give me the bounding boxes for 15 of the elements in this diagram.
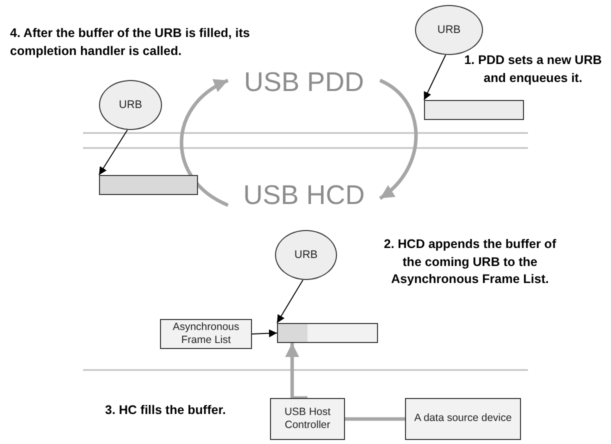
buffer-box xyxy=(424,100,524,120)
layer-label: USB HCD xyxy=(228,178,380,212)
urb-ellipse: URB xyxy=(275,230,337,280)
step-note: 1. PDD sets a new URB and enqueues it. xyxy=(463,52,603,87)
frame-list-bar xyxy=(277,323,378,343)
step-note: 4. After the buffer of the URB is filled, its completion handler is called. xyxy=(10,25,251,60)
step-note: 3. HC fills the buffer. xyxy=(105,402,227,419)
step-note: 2. HCD appends the buffer of the coming URB to the Asynchronous Frame List. xyxy=(382,236,558,288)
urb-ellipse: URB xyxy=(415,5,483,55)
layer-label: USB PDD xyxy=(228,66,380,98)
component-box: USB Host Controller xyxy=(270,398,345,440)
urb-ellipse: URB xyxy=(99,80,162,130)
component-box: Asynchronous Frame List xyxy=(160,319,252,349)
component-box: A data source device xyxy=(405,398,521,440)
buffer-box xyxy=(99,175,198,195)
